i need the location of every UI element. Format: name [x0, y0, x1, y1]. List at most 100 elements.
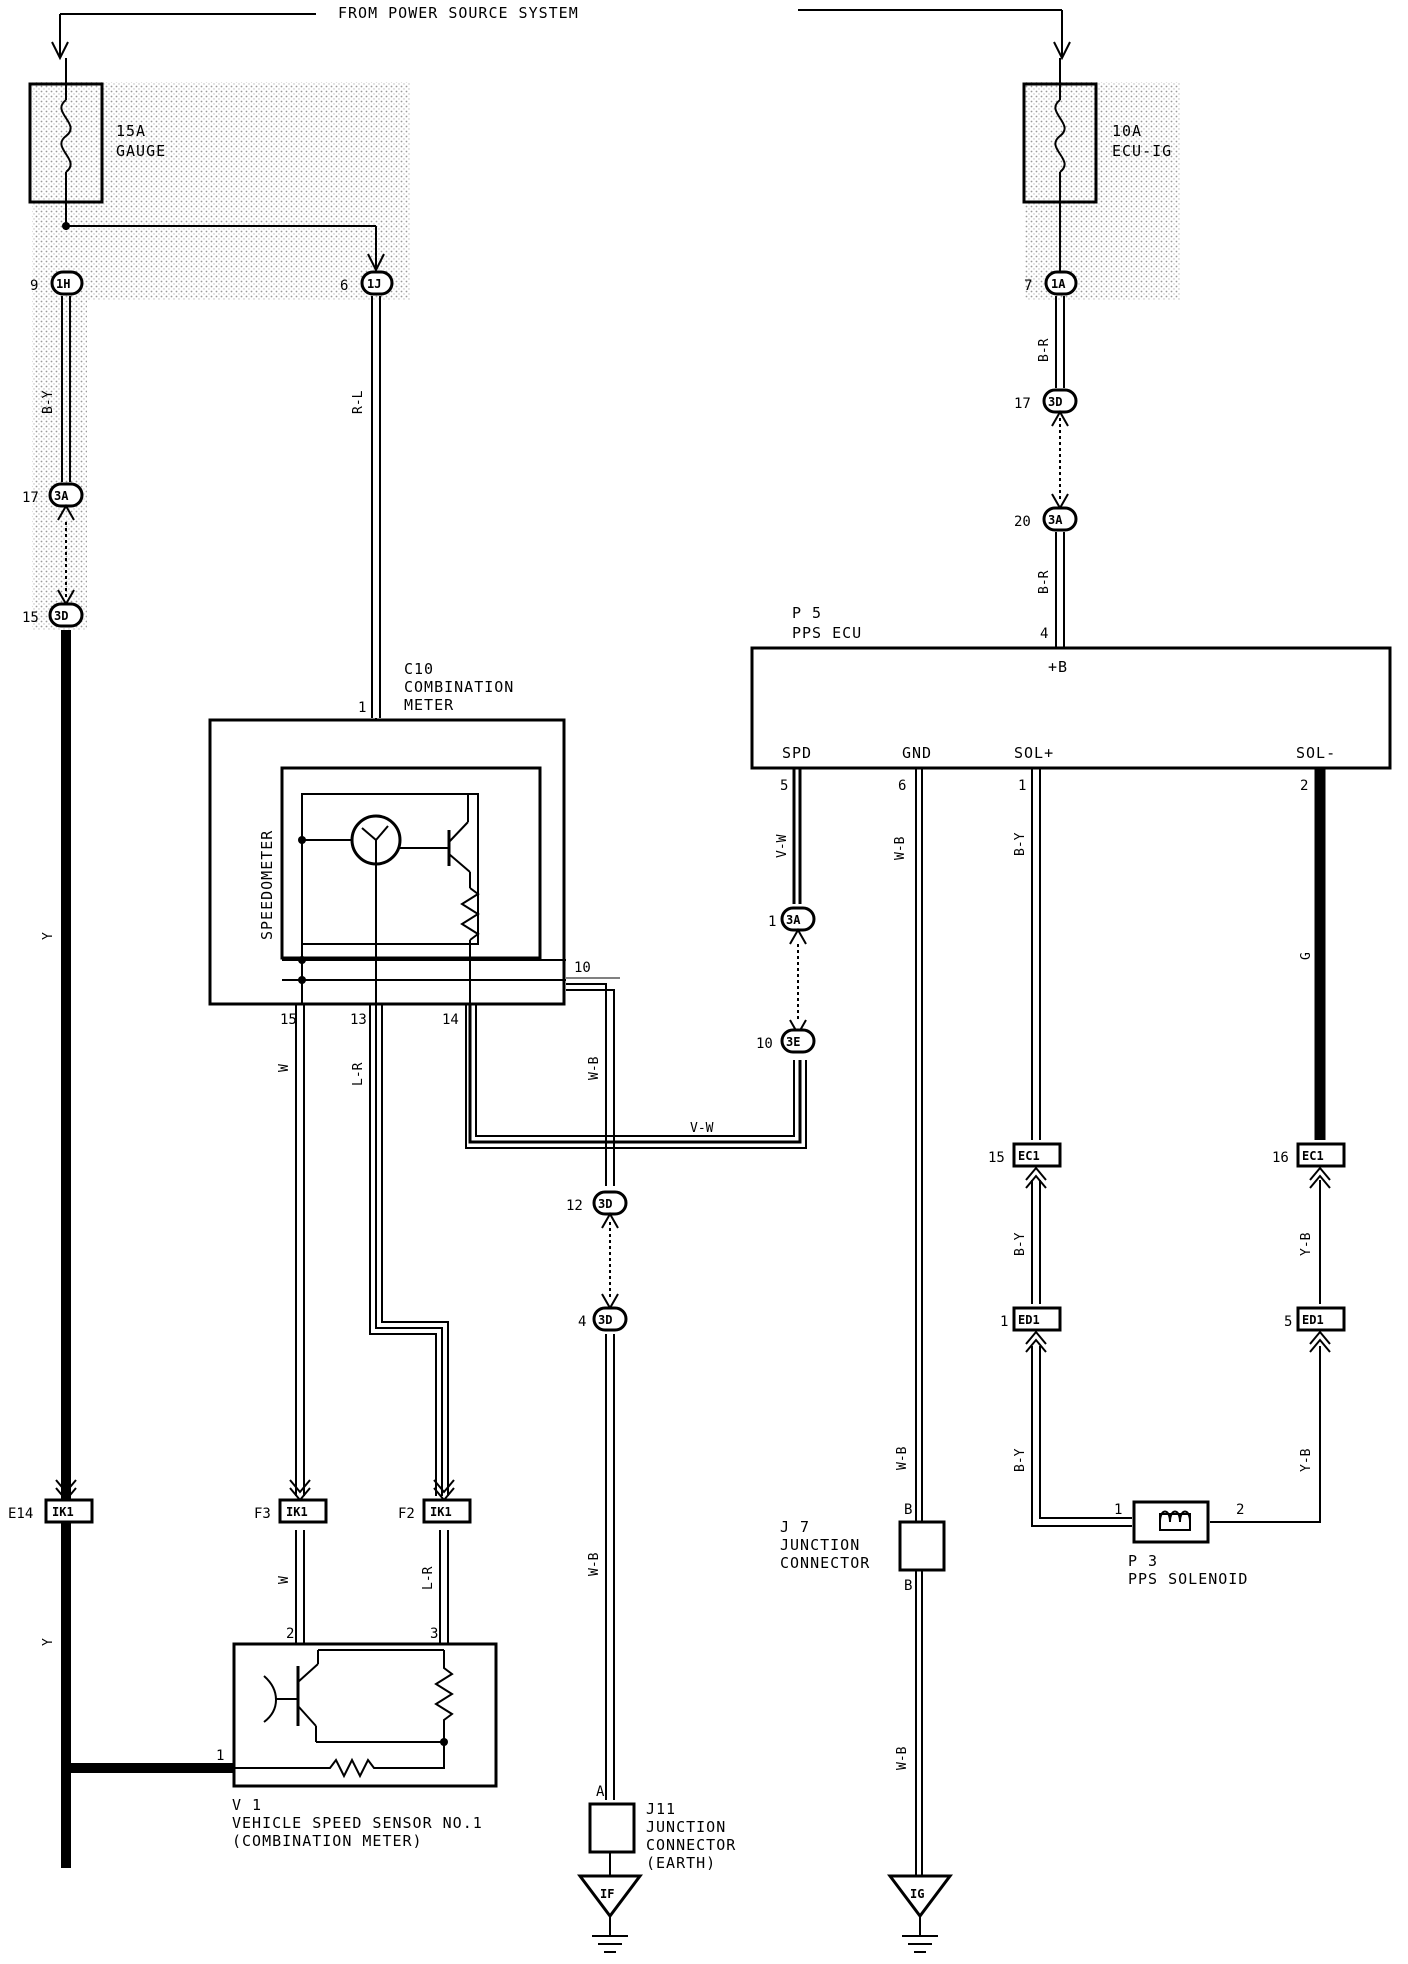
svg-text:P 5: P 5 — [792, 604, 822, 622]
power-source-label: FROM POWER SOURCE SYSTEM — [338, 4, 579, 22]
svg-text:IG: IG — [910, 1887, 924, 1901]
pps-ecu: P 5 PPS ECU +B SPD GND SOL+ SOL- 4 5 6 1… — [750, 604, 1392, 794]
svg-text:EC1: EC1 — [1302, 1149, 1324, 1163]
svg-text:SOL-: SOL- — [1296, 744, 1336, 762]
fuse-gauge: 15A GAUGE — [28, 58, 166, 230]
connector-arrow — [1051, 409, 1069, 427]
svg-text:ED1: ED1 — [1302, 1313, 1324, 1327]
svg-text:(COMBINATION METER): (COMBINATION METER) — [232, 1832, 423, 1850]
svg-text:7: 7 — [1024, 278, 1032, 294]
svg-text:3A: 3A — [1048, 513, 1063, 527]
fuse-ecu-ig: 10A ECU-IG — [1022, 58, 1172, 272]
connector-3D-15: 3D 15 — [22, 602, 84, 628]
svg-text:1: 1 — [1114, 1502, 1122, 1518]
svg-text:B-Y: B-Y — [1013, 1448, 1028, 1472]
svg-text:(EARTH): (EARTH) — [646, 1854, 716, 1872]
connector-EC1-15: EC1 15 — [988, 1142, 1062, 1189]
wire-wb-j11 — [605, 1334, 615, 1800]
svg-text:IK1: IK1 — [430, 1505, 452, 1519]
svg-text:V-W: V-W — [775, 834, 790, 858]
speedometer-label: SPEEDOMETER — [258, 830, 276, 940]
wire-vw — [465, 768, 807, 1149]
wire-ecu-wb — [915, 768, 923, 1876]
svg-text:10A: 10A — [1112, 122, 1142, 140]
svg-text:3E: 3E — [786, 1035, 800, 1049]
junction-j7: B B J 7 JUNCTION CONNECTOR — [780, 1502, 946, 1594]
svg-text:IK1: IK1 — [52, 1505, 74, 1519]
svg-text:2: 2 — [286, 1626, 294, 1642]
svg-text:F2: F2 — [398, 1506, 415, 1522]
svg-text:13: 13 — [350, 1012, 367, 1028]
svg-text:Y: Y — [41, 932, 56, 940]
svg-text:V-W: V-W — [690, 1121, 714, 1136]
svg-text:CONNECTOR: CONNECTOR — [646, 1836, 736, 1854]
ground-if: IF — [577, 1874, 643, 1953]
svg-text:3A: 3A — [786, 913, 801, 927]
wire-labels: B-Y R-L B-R B-R Y Y V-W V-W W-B B-Y G W … — [41, 338, 1314, 1770]
svg-text:C10: C10 — [404, 660, 434, 678]
svg-text:1J: 1J — [367, 277, 381, 291]
svg-text:12: 12 — [566, 1198, 583, 1214]
combination-meter: SPEEDOMETER C10 COMBINATION METER 1 15 1… — [208, 660, 591, 1028]
svg-text:5: 5 — [780, 778, 788, 794]
svg-text:3D: 3D — [598, 1197, 612, 1211]
svg-text:15: 15 — [280, 1012, 297, 1028]
svg-text:W-B: W-B — [895, 1446, 910, 1470]
ground-ig: IG — [887, 1874, 953, 1953]
svg-text:1: 1 — [1018, 778, 1026, 794]
svg-text:2: 2 — [1236, 1502, 1244, 1518]
connector-3A-1: 3A 1 — [768, 906, 816, 932]
shaded-region-ecuig — [1025, 82, 1180, 300]
svg-text:ECU-IG: ECU-IG — [1112, 142, 1172, 160]
svg-text:1: 1 — [216, 1748, 224, 1764]
svg-text:1: 1 — [768, 914, 776, 930]
svg-text:ED1: ED1 — [1018, 1313, 1040, 1327]
svg-text:COMBINATION: COMBINATION — [404, 678, 514, 696]
connector-IK1-F3: IK1 F3 — [254, 1479, 328, 1524]
svg-text:16: 16 — [1272, 1150, 1289, 1166]
connector-1J: 1J 6 — [340, 270, 394, 296]
svg-text:METER: METER — [404, 696, 454, 714]
svg-text:17: 17 — [1014, 396, 1031, 412]
svg-text:W-B: W-B — [895, 1746, 910, 1770]
svg-text:PPS SOLENOID: PPS SOLENOID — [1128, 1570, 1248, 1588]
connector-3A-17: 3A 17 — [22, 482, 84, 508]
svg-text:Y-B: Y-B — [1299, 1448, 1314, 1472]
svg-text:3: 3 — [430, 1626, 438, 1642]
shaded-region-gauge — [32, 82, 410, 300]
svg-text:3D: 3D — [598, 1313, 612, 1327]
connector-ED1-1: ED1 1 — [1000, 1306, 1062, 1353]
connector-ED1-5: ED1 5 — [1284, 1306, 1346, 1353]
svg-text:E14: E14 — [8, 1506, 33, 1522]
svg-text:3A: 3A — [54, 489, 69, 503]
connector-arrow — [789, 927, 807, 945]
svg-text:W: W — [277, 1064, 292, 1072]
svg-text:Y: Y — [41, 1638, 56, 1646]
svg-text:6: 6 — [340, 278, 348, 294]
connector-3D-12: 3D 12 — [566, 1190, 628, 1216]
svg-text:JUNCTION: JUNCTION — [646, 1818, 726, 1836]
wire-left-by — [61, 296, 71, 600]
svg-text:IF: IF — [600, 1887, 614, 1901]
wire-meter-wb — [566, 977, 620, 1186]
svg-text:B-Y: B-Y — [1013, 832, 1028, 856]
svg-text:15: 15 — [988, 1150, 1005, 1166]
svg-text:L-R: L-R — [421, 1566, 436, 1590]
svg-text:W: W — [277, 1576, 292, 1584]
svg-text:B-R: B-R — [1037, 338, 1052, 362]
svg-text:J 7: J 7 — [780, 1518, 810, 1536]
svg-text:10: 10 — [574, 960, 591, 976]
wire-ecu-by — [1031, 768, 1132, 1527]
svg-text:3D: 3D — [54, 609, 68, 623]
connector-1A: 1A 7 — [1024, 270, 1078, 296]
wire-w — [295, 1004, 305, 1644]
svg-text:GAUGE: GAUGE — [116, 142, 166, 160]
svg-text:L-R: L-R — [351, 1062, 366, 1086]
svg-text:Y-B: Y-B — [1299, 1232, 1314, 1256]
svg-text:1: 1 — [358, 700, 366, 716]
svg-text:9: 9 — [30, 278, 38, 294]
svg-text:W-B: W-B — [587, 1552, 602, 1576]
connector-3D-17: 3D 17 — [1014, 388, 1078, 414]
svg-text:17: 17 — [22, 490, 39, 506]
svg-text:SOL+: SOL+ — [1014, 744, 1054, 762]
